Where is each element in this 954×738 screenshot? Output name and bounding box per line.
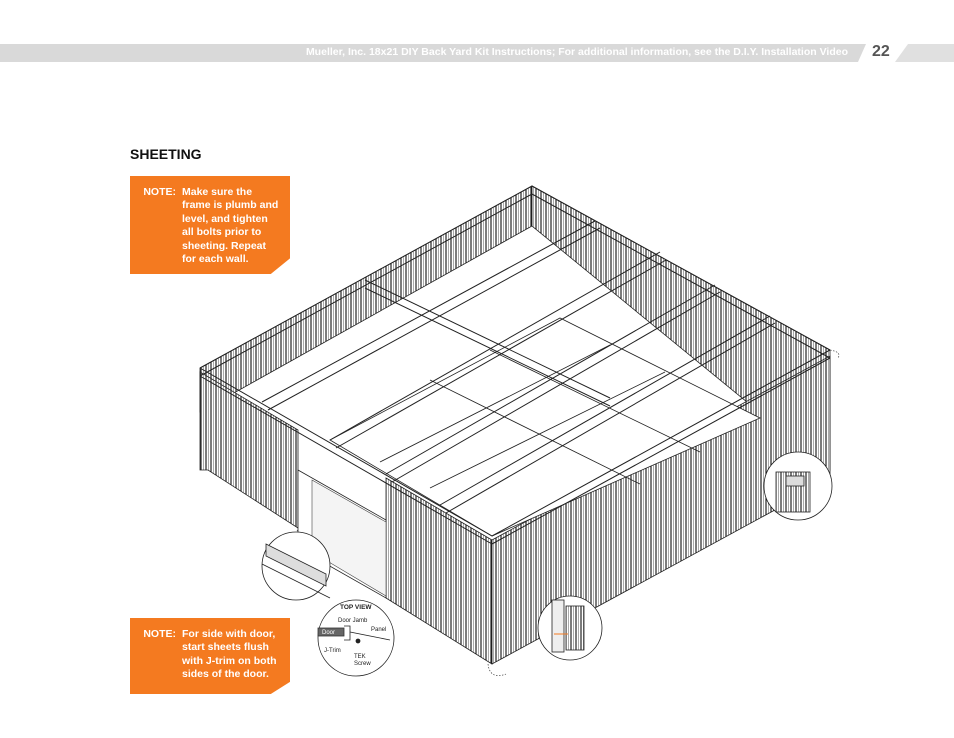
label-j-trim: J-Trim (324, 648, 341, 654)
top-frame (199, 185, 831, 545)
detail-callout-top-view (317, 599, 395, 677)
note-label: NOTE: (143, 628, 176, 640)
floor (329, 317, 761, 537)
label-door: Door (322, 630, 336, 636)
detail-callout-right (763, 451, 833, 521)
header-band (0, 44, 954, 62)
page-number: 22 (872, 43, 890, 60)
door-panel (311, 479, 387, 597)
detail-callout-corner (537, 595, 603, 661)
note-text: Make sure the frame is plumb and level, … (182, 186, 279, 266)
left-wall (199, 371, 299, 529)
detail-callout-left (261, 531, 331, 601)
callout-title: TOP VIEW (340, 604, 372, 611)
note-door-side: NOTE: For side with door, start sheets f… (130, 618, 290, 694)
label-tek-screw: TEK Screw (354, 654, 371, 667)
note-frame-plumb: NOTE: Make sure the frame is plumb and l… (130, 176, 290, 274)
section-title: SHEETING (130, 146, 202, 162)
note-text: For side with door, start sheets flush w… (182, 628, 277, 681)
label-door-jamb: Door Jamb (338, 618, 368, 624)
label-panel: Panel (371, 627, 387, 633)
note-label: NOTE: (143, 186, 176, 198)
header-title: Mueller, Inc. 18x21 DIY Back Yard Kit In… (305, 46, 848, 58)
